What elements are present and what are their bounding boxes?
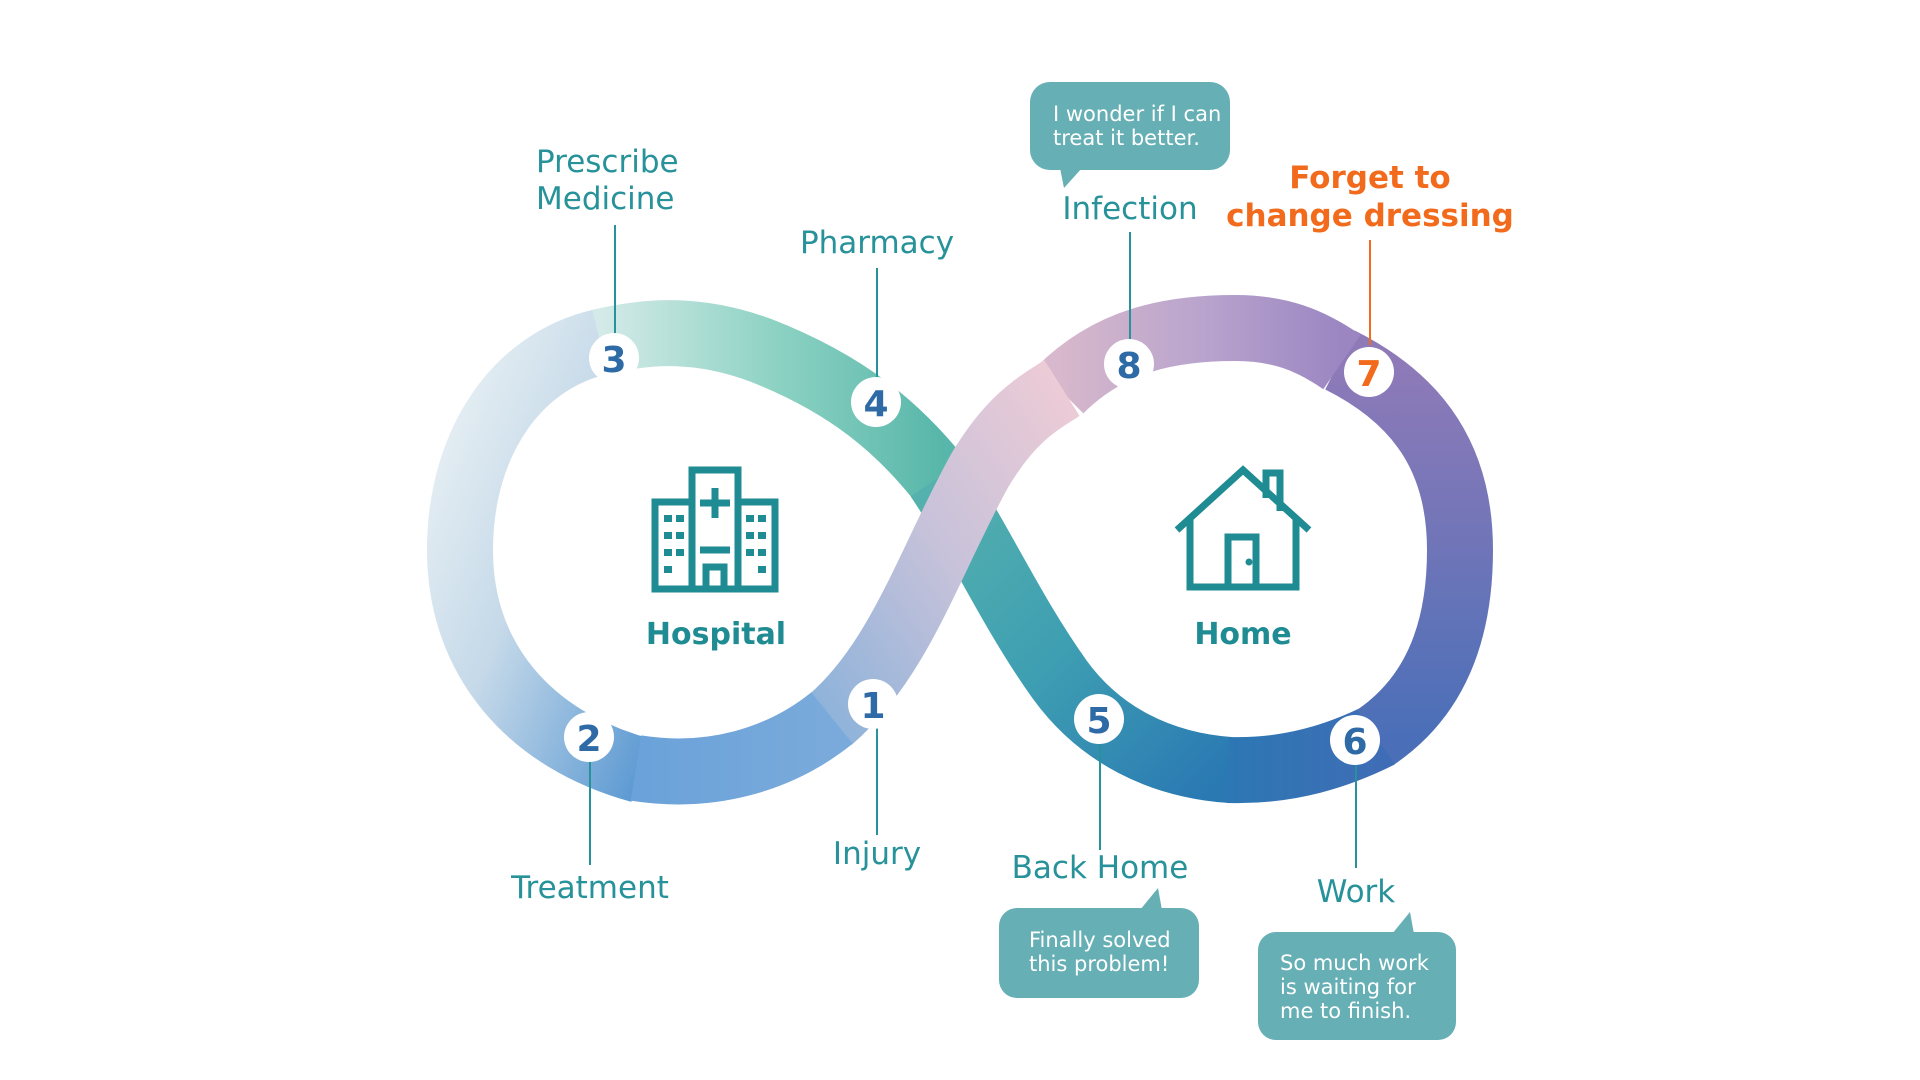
- band-cross-up: [807, 360, 1080, 746]
- step-number-1: 1: [860, 686, 885, 727]
- step-label-prescribe-line2: Medicine: [536, 181, 675, 217]
- step-marker-2: 2: [564, 712, 614, 762]
- bubble-infection-line1: I wonder if I can: [1053, 102, 1221, 126]
- step-marker-1: 1: [848, 679, 898, 729]
- step-number-2: 2: [576, 719, 601, 760]
- step-number-7: 7: [1356, 354, 1381, 395]
- bubble-work-line2: is waiting for: [1280, 975, 1416, 999]
- step-label-prescribe-line1: Prescribe: [536, 144, 679, 180]
- step-label-back-home: Back Home: [1012, 850, 1189, 886]
- speech-bubble-back-home: Finally solved this problem!: [999, 888, 1199, 998]
- bubble-infection-line2: treat it better.: [1053, 126, 1200, 150]
- bubble-work-line1: So much work: [1280, 951, 1430, 975]
- bubble-work-line3: me to finish.: [1280, 999, 1411, 1023]
- band-top-right: [1036, 294, 1361, 414]
- speech-bubble-infection: I wonder if I can treat it better.: [1030, 82, 1230, 188]
- step-marker-3: 3: [589, 333, 639, 383]
- step-number-8: 8: [1116, 346, 1141, 387]
- bubble-back-home-line2: this problem!: [1029, 952, 1169, 976]
- step-marker-6: 6: [1330, 715, 1380, 765]
- step-label-infection: Infection: [1062, 191, 1197, 227]
- step-marker-8: 8: [1104, 339, 1154, 389]
- house-icon: [1174, 465, 1312, 591]
- home-label: Home: [1194, 617, 1291, 652]
- step-label-forget-line2: change dressing: [1226, 198, 1514, 234]
- step-marker-7: 7: [1344, 347, 1394, 397]
- bubble-back-home-line1: Finally solved: [1029, 928, 1171, 952]
- band-bottom-left: [630, 691, 853, 805]
- hospital-label: Hospital: [646, 617, 786, 652]
- step-number-3: 3: [601, 340, 626, 381]
- band-right-arc: [1324, 330, 1494, 765]
- step-label-injury: Injury: [833, 836, 921, 872]
- band-left-arc: [426, 307, 650, 802]
- step-number-4: 4: [863, 384, 888, 425]
- band-top-left: [592, 300, 966, 501]
- step-number-5: 5: [1086, 701, 1111, 742]
- hospital-building-icon: [651, 466, 779, 593]
- step-label-pharmacy: Pharmacy: [800, 225, 954, 261]
- step-number-6: 6: [1342, 722, 1367, 763]
- step-label-forget-line1: Forget to: [1289, 160, 1450, 196]
- step-label-work: Work: [1317, 874, 1396, 910]
- speech-bubble-work: So much work is waiting for me to finish…: [1258, 912, 1456, 1040]
- step-marker-5: 5: [1074, 694, 1124, 744]
- step-marker-4: 4: [851, 377, 901, 427]
- step-label-treatment: Treatment: [510, 870, 669, 906]
